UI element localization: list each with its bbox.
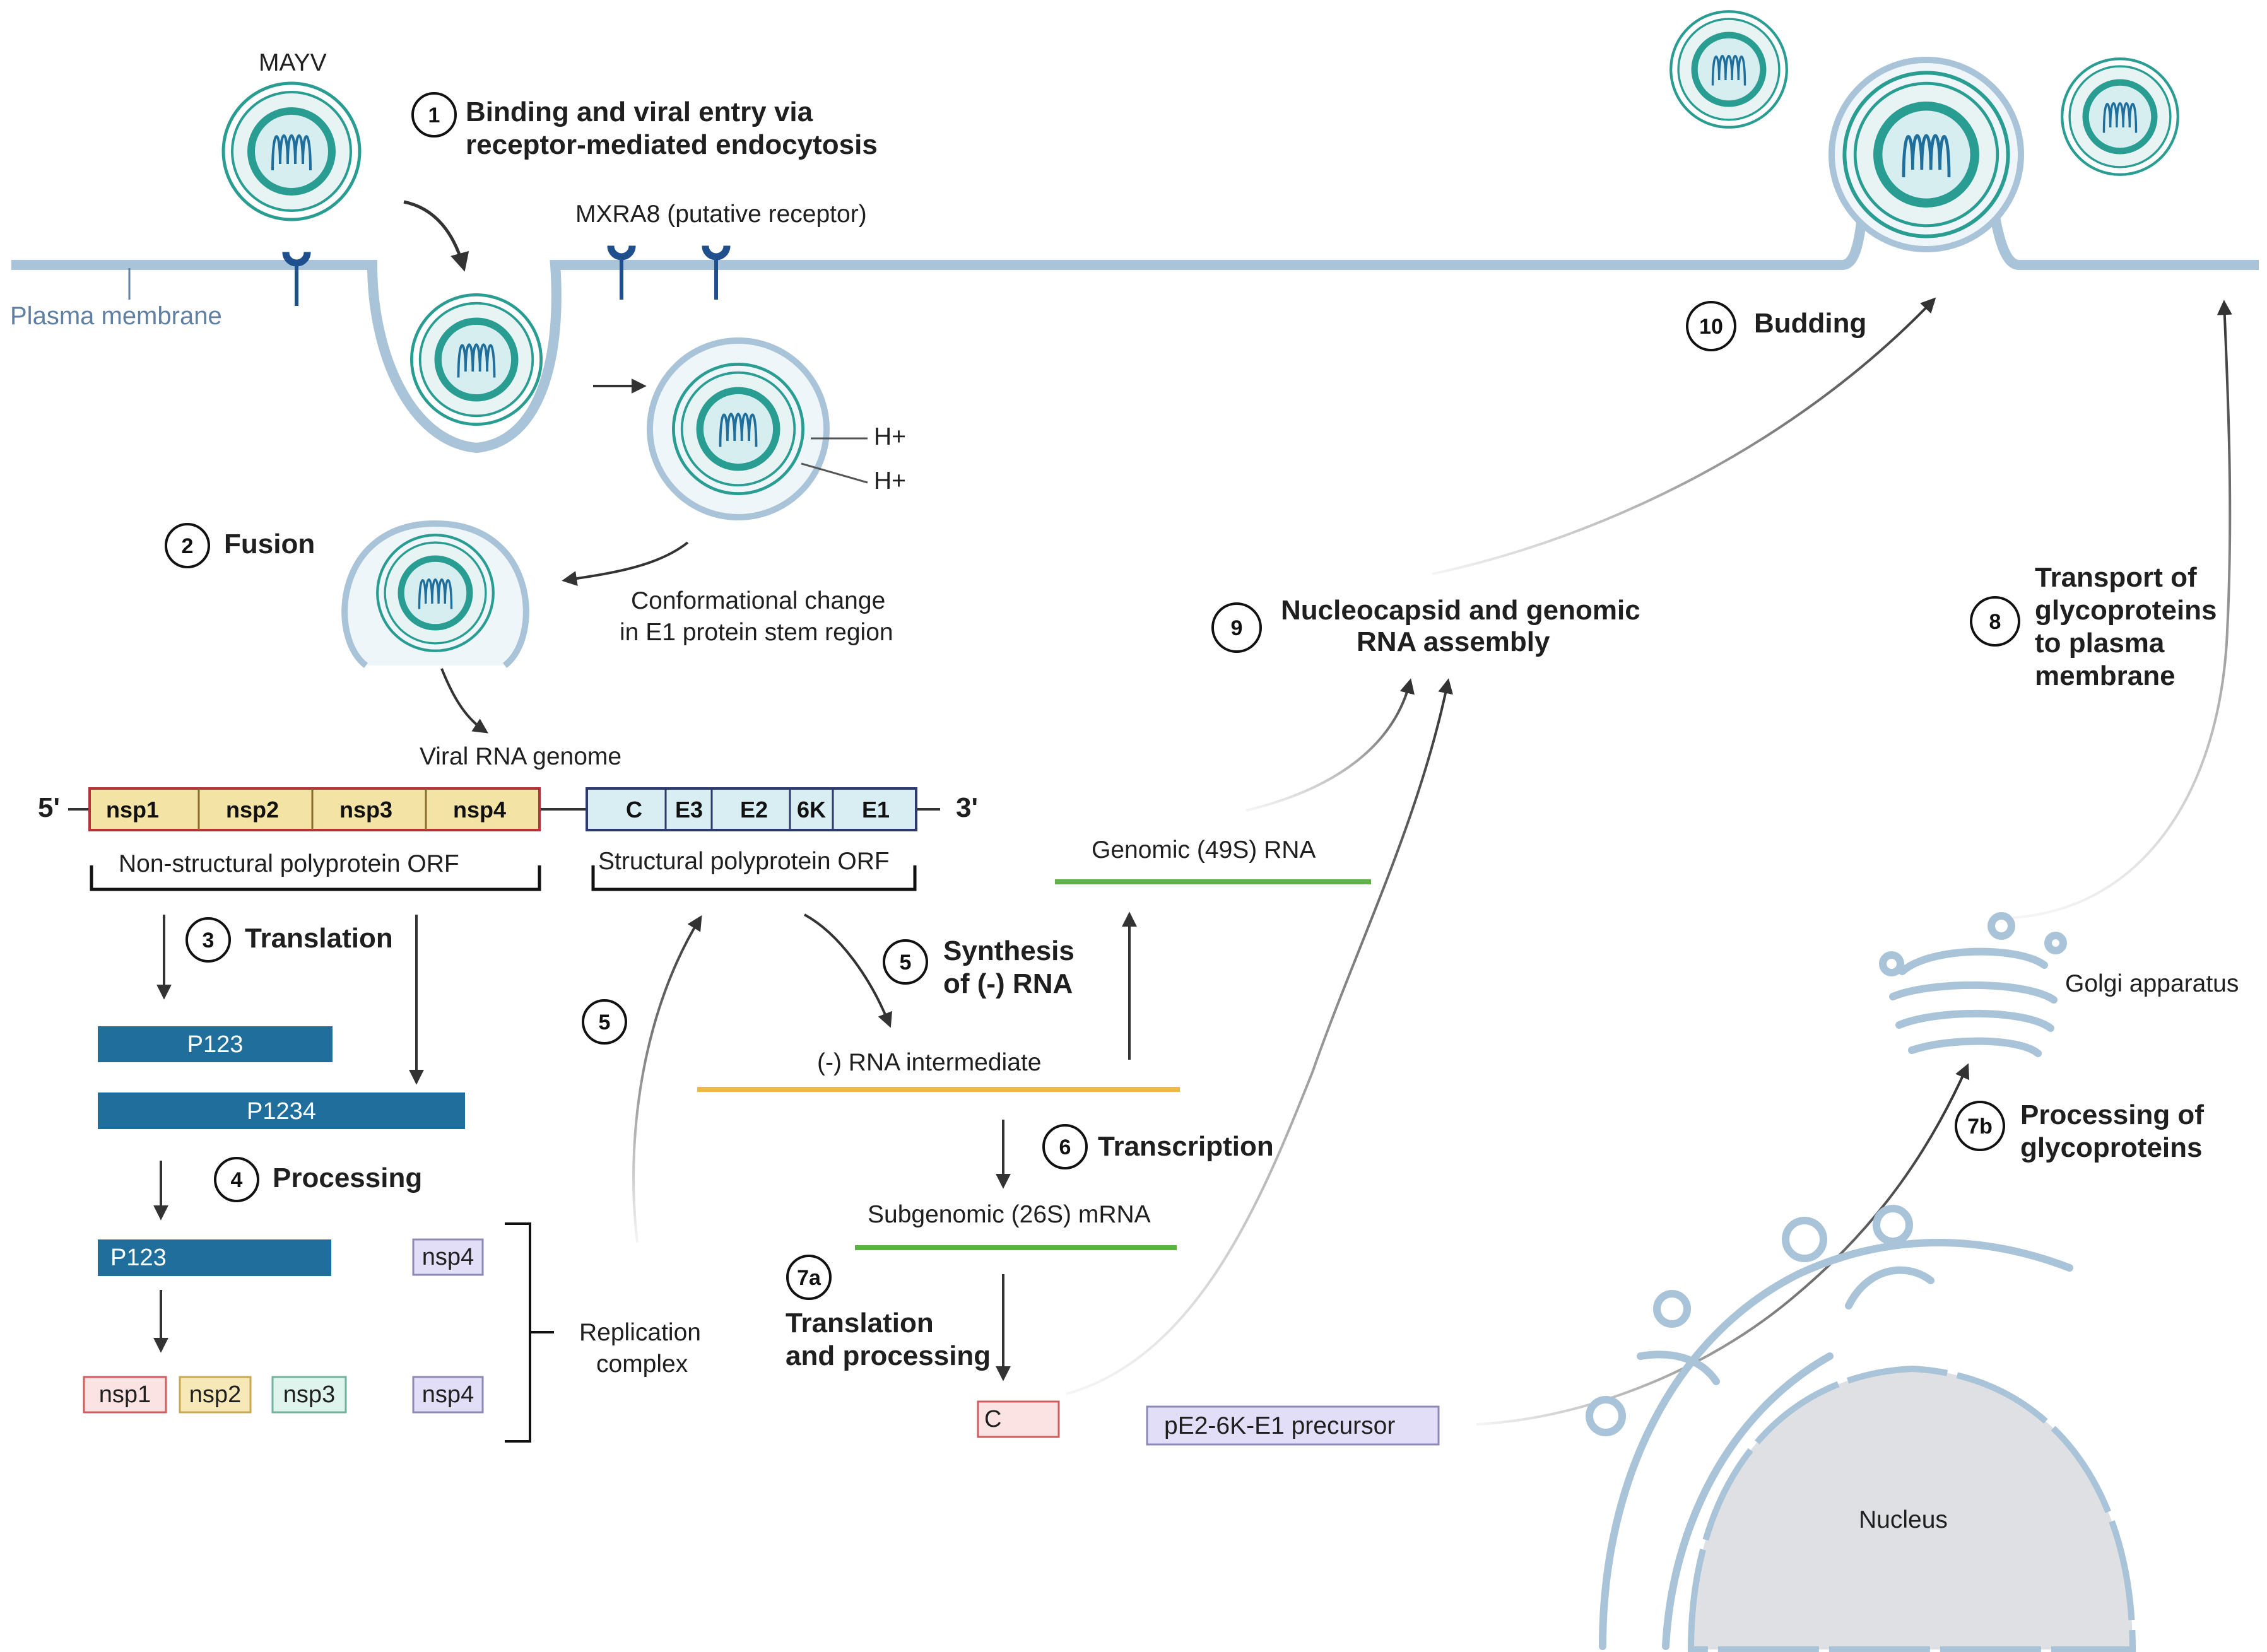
step-4-title: Processing — [273, 1163, 422, 1193]
precursor-protein-label: pE2-6K-E1 precursor — [1164, 1412, 1395, 1439]
precursor-protein — [1146, 1405, 1440, 1446]
step-5-number: 5 — [599, 1011, 611, 1034]
ns-orf-label: Non-structural polyprotein ORF — [119, 850, 459, 877]
protein-nsp1-label: nsp1 — [99, 1381, 151, 1408]
gene-e3: E3 — [675, 797, 703, 823]
step-7b-title: glycoproteins — [2020, 1132, 2203, 1163]
golgi-label: Golgi apparatus — [2065, 970, 2239, 997]
step-1-number: 1 — [428, 103, 440, 127]
step-7a-title: and processing — [786, 1340, 991, 1371]
step-9-number: 9 — [1231, 616, 1243, 640]
step-1-title: receptor-mediated endocytosis — [466, 129, 878, 160]
receptor-label: MXRA8 (putative receptor) — [575, 201, 867, 228]
endocytosed-virus-icon — [411, 295, 541, 424]
protein-nsp3 — [271, 1376, 347, 1414]
s-orf-label: Structural polyprotein ORF — [598, 848, 890, 875]
step-10-number: 10 — [1699, 315, 1723, 339]
protein-p123-processed — [98, 1239, 331, 1276]
nucleus-icon — [1687, 1365, 2136, 1652]
nucleus-label: Nucleus — [1859, 1506, 1948, 1533]
protein-nsp4-label: nsp4 — [422, 1244, 474, 1270]
gene-nsp1: nsp1 — [106, 797, 159, 823]
step-7a-number: 7a — [797, 1266, 821, 1290]
step-7a-title: Translation — [786, 1308, 934, 1339]
h-plus-label: H+ — [874, 467, 906, 495]
step-7b-number: 7b — [1967, 1115, 1993, 1139]
non-structural-genes — [88, 787, 541, 831]
capsid-protein — [977, 1400, 1060, 1438]
mxra8-receptor-icons — [282, 245, 731, 306]
protein-p123-processed-label: P123 — [110, 1245, 167, 1271]
genomic-rna-label: Genomic (49S) RNA — [1092, 836, 1316, 864]
step-2-title: Fusion — [224, 529, 315, 559]
protein-p123 — [98, 1026, 333, 1062]
viral-rna-genome-label: Viral RNA genome — [420, 743, 621, 770]
mayv-label: MAYV — [259, 49, 327, 76]
step-1-title: Binding and viral entry via — [466, 97, 813, 127]
step-8-number: 8 — [1989, 610, 2001, 634]
protein-nsp3-label: nsp3 — [283, 1381, 335, 1408]
step-5-number: 5 — [900, 951, 912, 975]
step-6-title: Transcription — [1098, 1131, 1274, 1162]
replication-complex-label: complex — [596, 1350, 688, 1378]
step-2-number: 2 — [182, 534, 194, 558]
gene-c: C — [626, 797, 642, 823]
golgi-apparatus-icon — [1879, 912, 2067, 1057]
step-7b-title: Processing of — [2020, 1099, 2204, 1130]
step-5-title: Synthesis — [943, 935, 1075, 966]
conformational-change-label: in E1 protein stem region — [620, 619, 893, 646]
step-8-title: Transport of — [2035, 562, 2197, 593]
minus-rna-label: (-) RNA intermediate — [817, 1049, 1041, 1076]
protein-nsp1 — [83, 1376, 167, 1414]
gene-nsp3: nsp3 — [339, 797, 392, 823]
step-8-title: glycoproteins — [2035, 595, 2217, 626]
step-9-title: Nucleocapsid and genomic — [1281, 595, 1640, 626]
gene-e2: E2 — [740, 797, 768, 823]
five-prime-label: 5' — [38, 792, 60, 823]
gene-e1: E1 — [862, 797, 890, 823]
step-3-title: Translation — [245, 923, 393, 954]
protein-p123-label: P123 — [187, 1031, 244, 1058]
endosome-icon — [647, 337, 830, 520]
released-virus-icon — [1671, 11, 1787, 127]
step-5-title: of (-) RNA — [943, 968, 1073, 999]
step-9-title: RNA assembly — [1357, 626, 1550, 657]
protein-nsp2 — [179, 1376, 252, 1414]
protein-nsp2-label: nsp2 — [189, 1381, 241, 1408]
replication-complex-label: Replication — [579, 1319, 701, 1346]
fusion-vesicle-icon — [341, 520, 529, 668]
protein-nsp4-processed — [412, 1376, 484, 1414]
step-6-number: 6 — [1059, 1135, 1071, 1159]
conformational-change-label: Conformational change — [631, 587, 885, 614]
plasma-membrane-label: Plasma membrane — [10, 302, 222, 330]
step-8-title: to plasma — [2035, 628, 2165, 659]
gene-nsp4: nsp4 — [453, 797, 506, 823]
h-plus-label: H+ — [874, 423, 906, 450]
gene-6k: 6K — [797, 797, 826, 823]
step-3-number: 3 — [203, 929, 215, 952]
subgenomic-mrna-label: Subgenomic (26S) mRNA — [868, 1201, 1151, 1228]
protein-p1234 — [98, 1093, 465, 1129]
endoplasmic-reticulum-icon — [1586, 1205, 2073, 1650]
released-virus-icon — [2062, 59, 2178, 175]
three-prime-label: 3' — [956, 792, 978, 823]
capsid-protein-label: C — [984, 1406, 1001, 1432]
structural-genes — [586, 787, 917, 831]
protein-nsp4-processed-label: nsp4 — [422, 1381, 474, 1408]
gene-nsp2: nsp2 — [226, 797, 279, 823]
step-10-title: Budding — [1754, 308, 1866, 339]
protein-nsp4 — [412, 1238, 484, 1276]
step-8-title: membrane — [2035, 660, 2176, 691]
step-4-number: 4 — [231, 1168, 243, 1192]
budding-virus-icon — [1828, 57, 2024, 252]
mayv-virus-icon — [223, 83, 360, 220]
protein-p1234-label: P1234 — [247, 1098, 316, 1125]
